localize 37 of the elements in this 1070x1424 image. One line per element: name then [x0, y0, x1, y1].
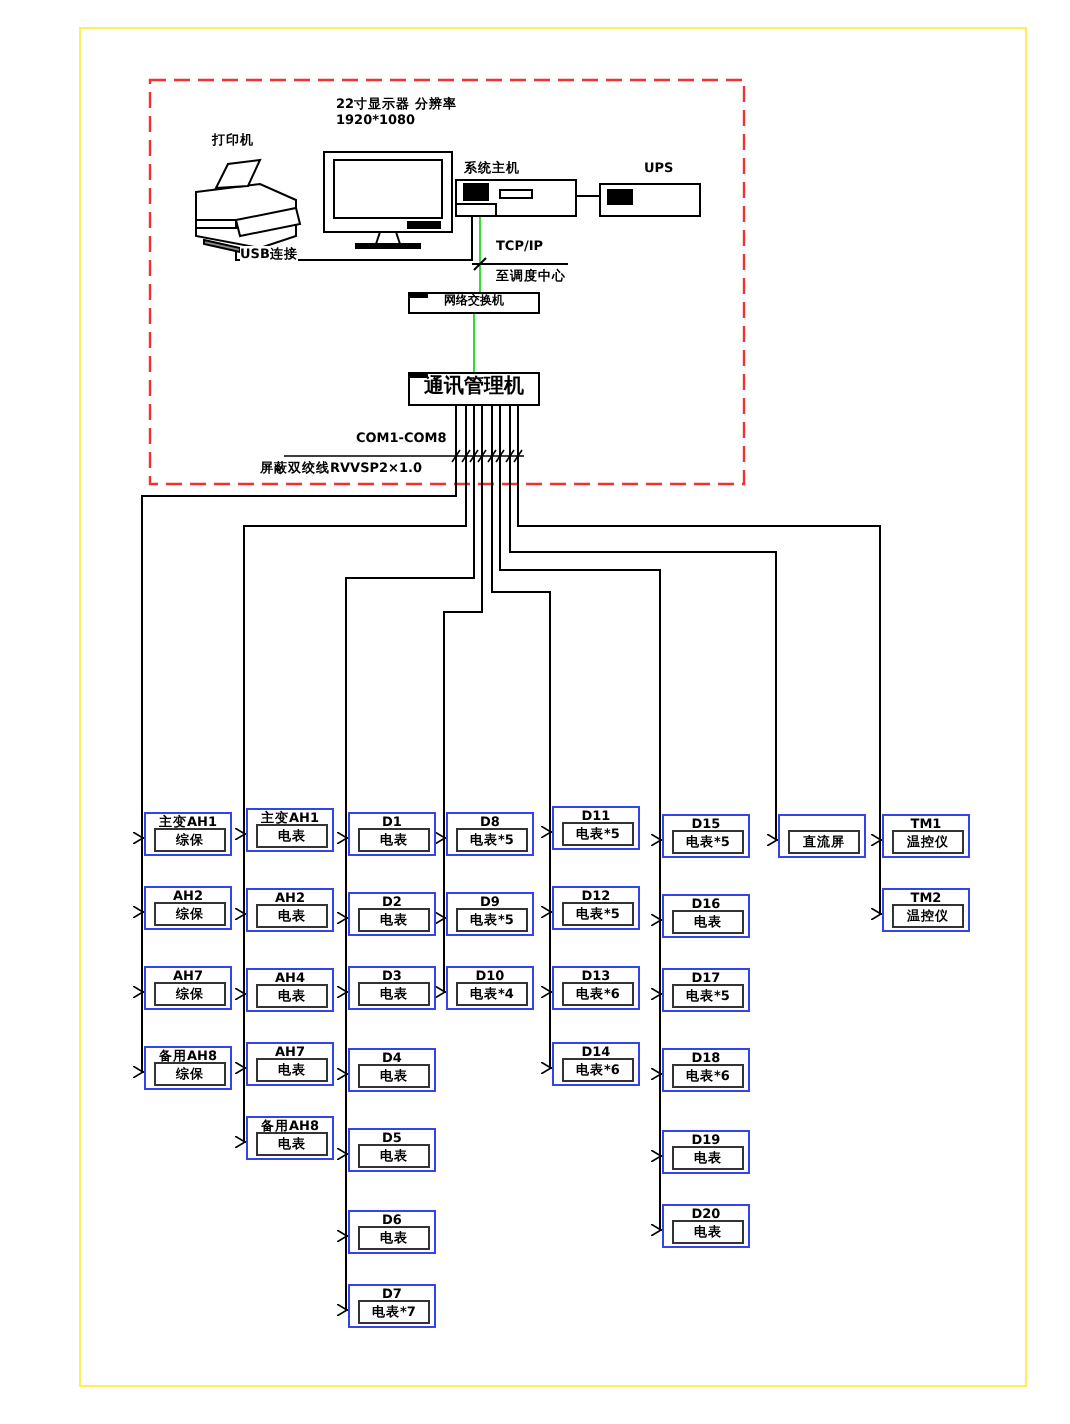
connector-line — [479, 215, 481, 293]
device-box — [446, 966, 534, 1010]
device-box — [348, 1284, 436, 1328]
device-box — [446, 892, 534, 936]
device-box — [144, 966, 232, 1010]
device-box — [348, 1210, 436, 1254]
device-box — [246, 1116, 334, 1160]
device-box — [882, 888, 970, 932]
device-box — [662, 1204, 750, 1248]
device-box — [662, 1048, 750, 1092]
device-box — [348, 1048, 436, 1092]
device-box — [144, 1046, 232, 1090]
device-box — [552, 1042, 640, 1086]
arrow — [509, 405, 779, 847]
device-box — [552, 806, 640, 850]
device-box — [144, 886, 232, 930]
device-box — [552, 886, 640, 930]
device-box — [246, 1042, 334, 1086]
connector-line — [575, 195, 601, 197]
device-box — [348, 1128, 436, 1172]
device-box — [662, 814, 750, 858]
device-box — [246, 808, 334, 852]
device-box — [662, 1130, 750, 1174]
device-box — [348, 812, 436, 856]
manager-box: 通讯管理机 — [408, 372, 540, 406]
device-box — [348, 966, 436, 1010]
device-box — [246, 968, 334, 1012]
connector-line — [473, 313, 475, 373]
device-box — [882, 814, 970, 858]
device-box — [144, 812, 232, 856]
device-box — [552, 966, 640, 1010]
device-box — [662, 894, 750, 938]
device-box — [778, 814, 866, 858]
device-box — [662, 968, 750, 1012]
device-box — [246, 888, 334, 932]
device-box — [446, 812, 534, 856]
device-box — [348, 892, 436, 936]
